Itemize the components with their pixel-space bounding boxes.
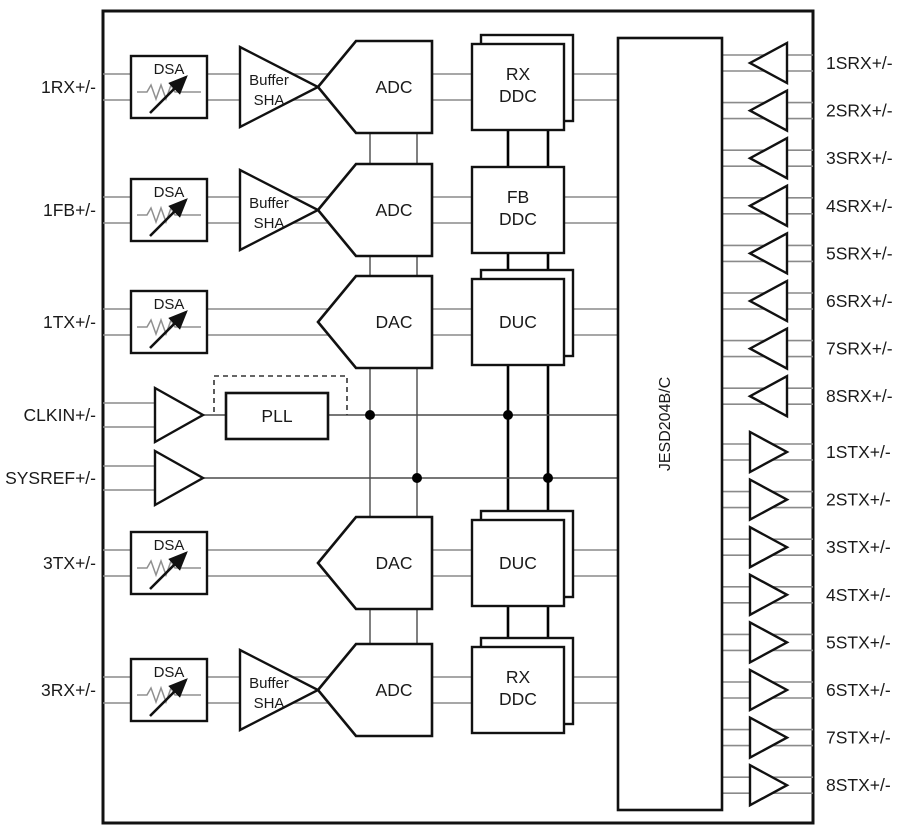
buffer-label: Buffer <box>249 72 289 89</box>
serdes-rx-triangle <box>747 326 789 371</box>
dsa-variable-arrow-icon <box>149 310 188 349</box>
dsp-label: FB <box>507 187 529 207</box>
dsp-label: RX <box>506 64 531 84</box>
serdes-rx-triangle <box>747 136 789 181</box>
adc-block <box>316 39 434 135</box>
serdes-tx-triangle <box>748 715 790 760</box>
converter-label: DAC <box>376 312 413 332</box>
dsa-block <box>129 530 209 596</box>
buffer-sha-amplifier <box>238 168 321 252</box>
right-port-label: 4STX+/- <box>826 585 891 605</box>
left-port-label: 3RX+/- <box>41 680 96 700</box>
adc-block <box>316 642 434 738</box>
buffer-label: Buffer <box>249 195 289 212</box>
dsp-label: DDC <box>499 689 537 709</box>
chip-boundary <box>101 9 815 825</box>
dsa-label: DSA <box>154 296 185 313</box>
dsa-label: DSA <box>154 537 185 554</box>
buffer-sha-amplifier <box>238 648 321 732</box>
dac-block <box>316 274 434 370</box>
left-port-label: 1FB+/- <box>43 200 96 220</box>
right-port-label: 7SRX+/- <box>826 339 893 359</box>
jesd-label: JESD204B/C <box>657 377 674 471</box>
converter-label: DAC <box>376 553 413 573</box>
serdes-tx-triangle <box>748 477 790 522</box>
serdes-rx-triangle <box>747 231 789 276</box>
serdes-tx-triangle <box>748 429 790 475</box>
adc-block <box>316 162 434 258</box>
right-port-label: 1STX+/- <box>826 442 891 462</box>
junction-dot <box>412 473 422 483</box>
left-port-label: 3TX+/- <box>43 553 96 573</box>
left-port-label: SYSREF+/- <box>5 468 96 488</box>
serdes-rx-triangle <box>747 374 789 419</box>
dsa-label: DSA <box>154 61 185 78</box>
dsp-label: DDC <box>499 86 537 106</box>
buffer-sha-amplifier <box>238 45 321 129</box>
serdes-rx-triangle <box>747 183 789 228</box>
dsp-label: DDC <box>499 209 537 229</box>
jesd204-interface-block <box>616 36 724 812</box>
sysref-buffer <box>153 448 206 508</box>
dsa-variable-arrow-icon <box>149 551 188 590</box>
right-port-label: 6STX+/- <box>826 680 891 700</box>
buffer-label: SHA <box>254 92 285 109</box>
right-port-label: 2SRX+/- <box>826 101 893 121</box>
rx-ddc-block <box>470 645 566 735</box>
dsa-variable-arrow-icon <box>149 198 188 237</box>
dac-block <box>316 515 434 611</box>
junction-dot <box>365 410 375 420</box>
left-port-label: 1RX+/- <box>41 77 96 97</box>
pll-label: PLL <box>261 406 292 426</box>
buffer-label: SHA <box>254 215 285 232</box>
serdes-tx-triangle <box>748 763 790 808</box>
fb-ddc-block <box>470 165 566 255</box>
converter-label: ADC <box>376 77 413 97</box>
converter-label: ADC <box>376 200 413 220</box>
serdes-tx-triangle <box>748 667 790 713</box>
junction-dot <box>503 410 513 420</box>
rx-ddc-block <box>470 42 566 132</box>
serdes-tx-triangle <box>748 525 790 570</box>
serdes-rx-triangle <box>747 40 789 86</box>
right-port-label: 8SRX+/- <box>826 386 893 406</box>
converter-label: ADC <box>376 680 413 700</box>
right-port-label: 4SRX+/- <box>826 196 893 216</box>
serdes-rx-triangle <box>747 278 789 324</box>
right-port-label: 8STX+/- <box>826 775 891 795</box>
buffer-label: SHA <box>254 695 285 712</box>
right-port-label: 7STX+/- <box>826 728 891 748</box>
buffer-label: Buffer <box>249 675 289 692</box>
dsa-variable-arrow-icon <box>149 678 188 717</box>
left-port-label: 1TX+/- <box>43 312 96 332</box>
dsa-label: DSA <box>154 184 185 201</box>
dsp-label: RX <box>506 667 531 687</box>
right-port-label: 3STX+/- <box>826 537 891 557</box>
dsp-label: DUC <box>499 553 537 573</box>
left-port-label: CLKIN+/- <box>24 405 97 425</box>
duc-block <box>470 277 566 367</box>
serdes-tx-triangle <box>748 620 790 665</box>
right-port-label: 1SRX+/- <box>826 53 893 73</box>
pll-block <box>224 391 330 441</box>
pll-dashed-outline <box>213 375 348 415</box>
serdes-tx-triangle <box>748 572 790 617</box>
duc-block <box>470 518 566 608</box>
clkin-buffer <box>153 385 206 445</box>
dsa-variable-arrow-icon <box>149 75 188 114</box>
right-port-label: 6SRX+/- <box>826 291 893 311</box>
right-port-label: 5SRX+/- <box>826 243 893 263</box>
right-port-label: 5STX+/- <box>826 632 891 652</box>
junction-dot <box>543 473 553 483</box>
dsp-label: DUC <box>499 312 537 332</box>
right-port-label: 2STX+/- <box>826 490 891 510</box>
dsa-label: DSA <box>154 664 185 681</box>
serdes-rx-triangle <box>747 88 789 133</box>
right-port-label: 3SRX+/- <box>826 148 893 168</box>
